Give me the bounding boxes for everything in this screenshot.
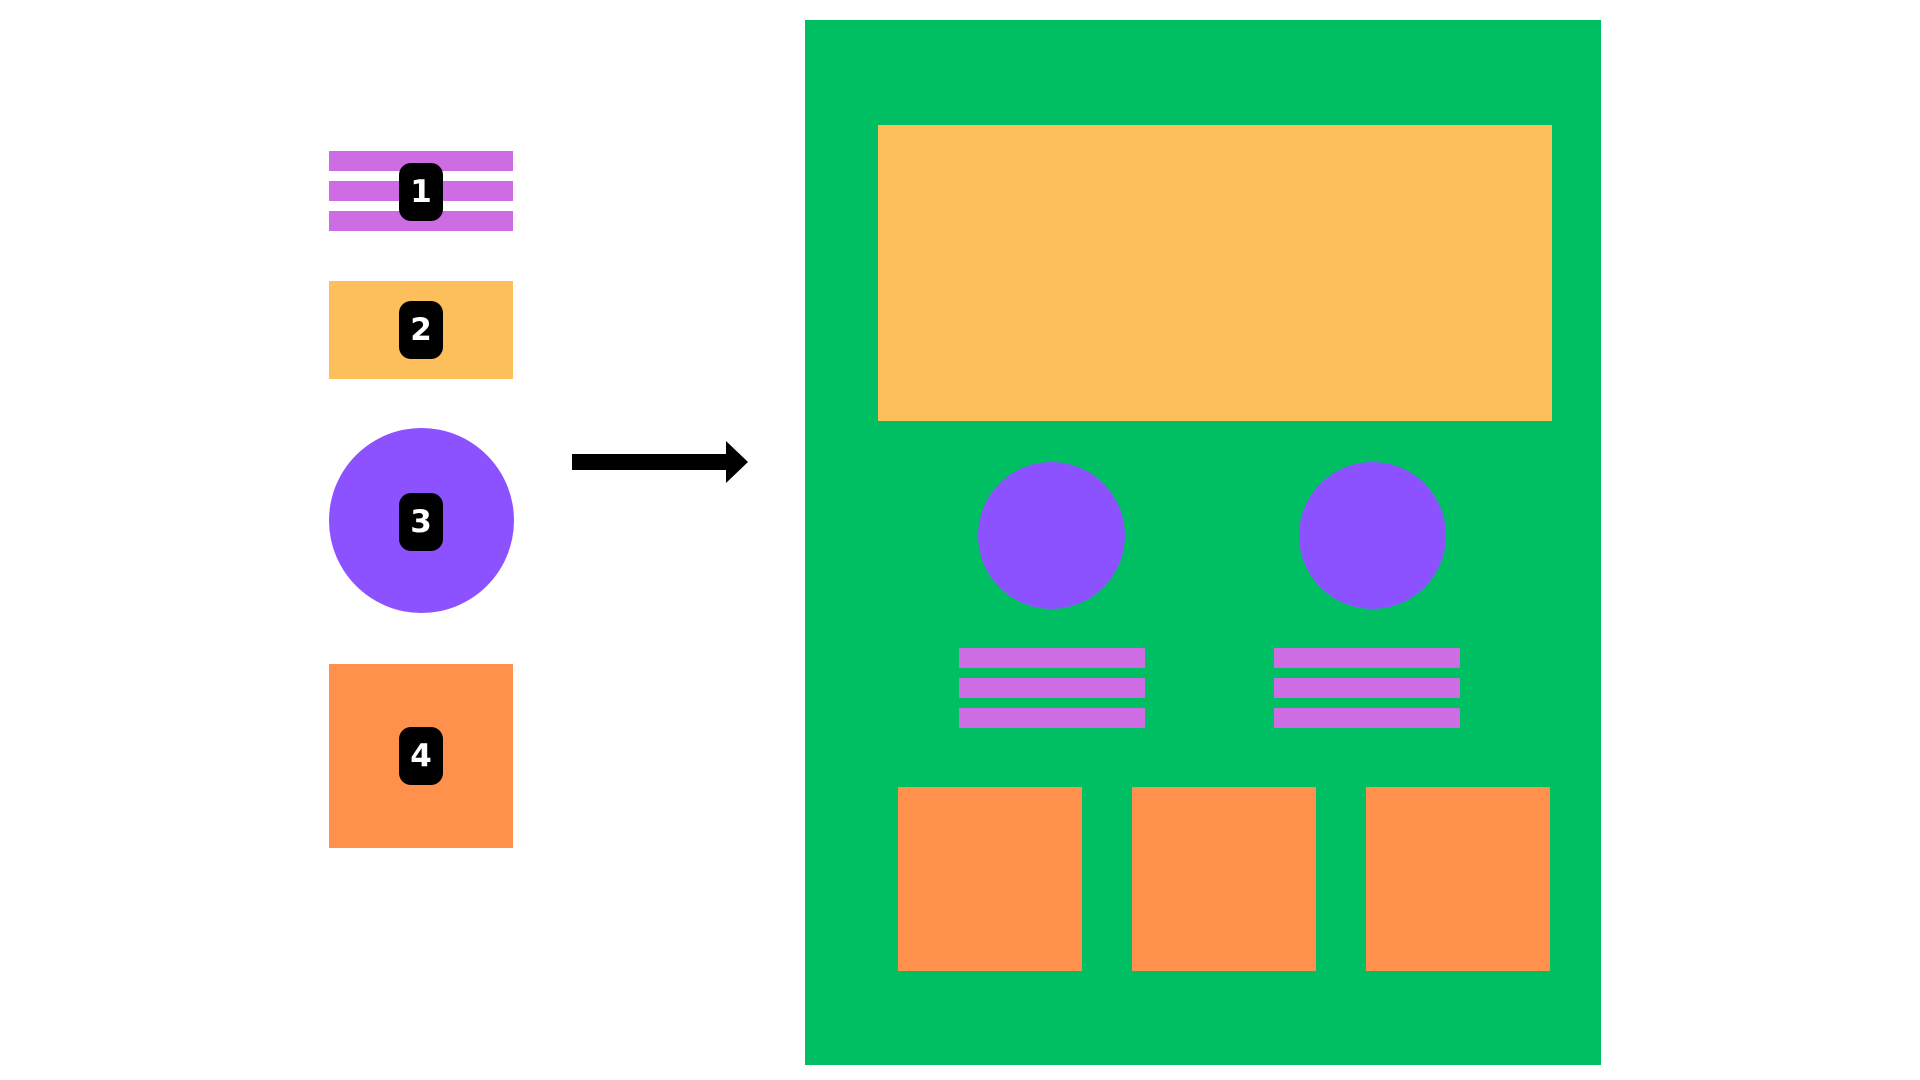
badge-4: 4 xyxy=(399,727,443,785)
badge-3: 3 xyxy=(399,493,443,551)
text-line xyxy=(959,708,1145,728)
text-line xyxy=(329,211,513,231)
right-arrow-icon xyxy=(572,441,748,483)
layout-square-1 xyxy=(898,787,1082,971)
text-line xyxy=(959,678,1145,698)
layout-text-lines-left xyxy=(959,648,1145,728)
text-line xyxy=(1274,648,1460,668)
layout-square-3 xyxy=(1366,787,1550,971)
text-line xyxy=(959,648,1145,668)
badge-1: 1 xyxy=(399,163,443,221)
layout-hero-rectangle xyxy=(878,125,1552,421)
text-line xyxy=(329,151,513,171)
layout-circle-right xyxy=(1299,462,1446,609)
layout-text-lines-right xyxy=(1274,648,1460,728)
layout-square-2 xyxy=(1132,787,1316,971)
badge-2: 2 xyxy=(399,301,443,359)
text-line xyxy=(1274,708,1460,728)
text-line xyxy=(1274,678,1460,698)
layout-circle-left xyxy=(978,462,1125,609)
